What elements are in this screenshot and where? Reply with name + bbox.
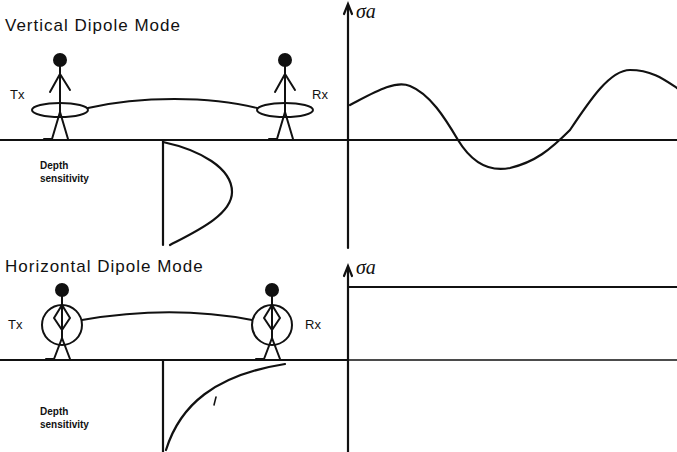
response-curve <box>348 286 677 288</box>
mode-title: Vertical Dipole Mode <box>5 17 181 36</box>
depth-label: Depth sensitivity <box>40 160 110 185</box>
receiver-label: Rx <box>305 318 321 332</box>
axis-label: σa <box>356 256 376 278</box>
mark <box>214 397 216 405</box>
response-curve <box>350 70 677 169</box>
depth-label: Depth sensitivity <box>40 406 110 431</box>
transmitter-label: Tx <box>10 88 24 102</box>
transmitter-label: Tx <box>8 318 22 332</box>
depth-curve <box>163 142 232 245</box>
person-tx <box>42 284 82 359</box>
ground-line <box>348 359 677 361</box>
ground-line <box>0 139 677 141</box>
mode-title: Horizontal Dipole Mode <box>5 258 204 277</box>
depth-axis <box>162 360 164 452</box>
receiver-label: Rx <box>312 88 328 102</box>
axis-arrow <box>344 4 352 14</box>
cable <box>88 99 257 108</box>
cable <box>82 313 252 321</box>
depth-axis <box>162 140 164 245</box>
axis-arrow <box>344 266 352 276</box>
axis <box>347 268 349 452</box>
person-tx <box>32 54 88 139</box>
axis <box>347 6 349 248</box>
person-rx <box>257 54 313 139</box>
person-rx <box>252 284 292 359</box>
axis-label: σa <box>356 0 376 22</box>
depth-curve <box>166 364 285 450</box>
